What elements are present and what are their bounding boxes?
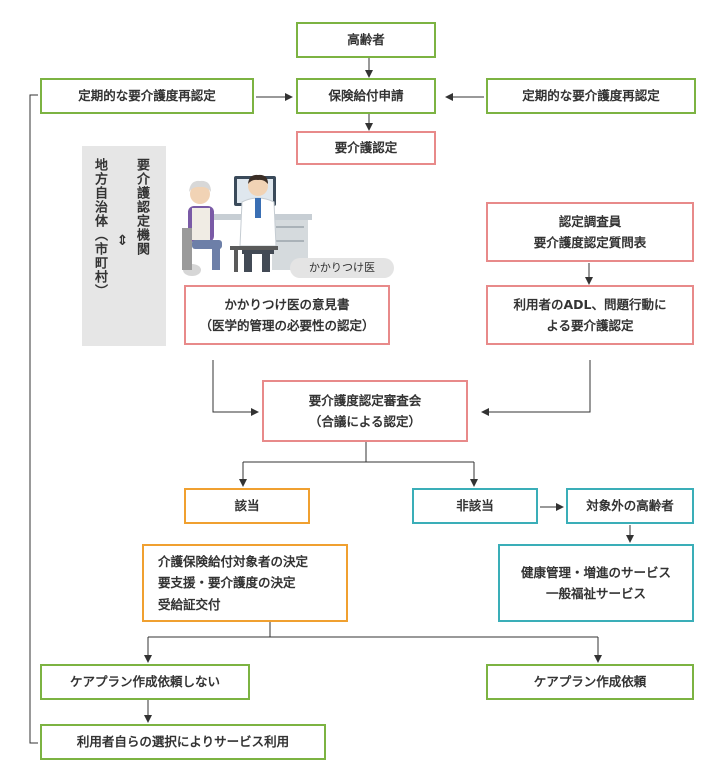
- non-target-elderly-label: 対象外の高齢者: [586, 498, 674, 514]
- left-loop-line: [29, 94, 38, 744]
- bidirectional-icon: ⇔: [114, 234, 130, 247]
- investigator-line2: 要介護度認定質問表: [533, 235, 647, 250]
- not-applicable-label: 非該当: [456, 498, 494, 514]
- certification-agency-label: 要介護認定機関: [134, 158, 149, 256]
- doctor-opinion-line1: かかりつけ医の意見書: [224, 296, 350, 312]
- decision-line1: 介護保険給付対象者の決定: [158, 554, 309, 570]
- no-care-plan-box: ケアプラン作成依頼しない: [40, 664, 250, 700]
- municipality-label: 地方自治体（市町村）: [92, 158, 107, 298]
- certification-box: 要介護認定: [296, 131, 436, 165]
- decision-line2: 要支援・要介護度の決定: [158, 575, 296, 591]
- arrow-doctor-to-committee: [212, 360, 259, 416]
- elderly-patient-illustration: [182, 180, 222, 276]
- care-plan-box: ケアプラン作成依頼: [486, 664, 694, 700]
- elderly-label: 高齢者: [347, 32, 385, 48]
- applicable-label: 該当: [234, 498, 260, 514]
- applicable-box: 該当: [184, 488, 310, 524]
- adl-box: 利用者のADL、問題行動に よる要介護認定: [486, 285, 694, 345]
- reassess-right-label: 定期的な要介護度再認定: [522, 88, 660, 104]
- decision-line3: 受給証交付: [158, 596, 221, 612]
- reassess-left-box: 定期的な要介護度再認定: [40, 78, 254, 114]
- reassess-right-box: 定期的な要介護度再認定: [486, 78, 696, 114]
- adl-line2: よる要介護認定: [546, 318, 634, 333]
- doctor-illustration: [182, 174, 312, 276]
- general-services-line1: 健康管理・増進のサービス: [520, 564, 671, 580]
- municipality-panel: 要介護認定機関 ⇔ 地方自治体（市町村）: [82, 146, 166, 346]
- elderly-box: 高齢者: [296, 22, 436, 58]
- adl-line1: 利用者のADL、問題行動に: [513, 296, 667, 312]
- not-applicable-box: 非該当: [412, 488, 538, 524]
- certification-label: 要介護認定: [334, 140, 398, 156]
- application-box: 保険給付申請: [296, 78, 436, 114]
- investigator-line1: 認定調査員: [558, 213, 622, 229]
- investigator-box: 認定調査員 要介護度認定質問表: [486, 202, 694, 262]
- application-label: 保険給付申請: [328, 88, 404, 104]
- general-services-line2: 一般福祉サービス: [545, 586, 646, 601]
- decision-box: 介護保険給付対象者の決定 要支援・要介護度の決定 受給証交付: [142, 544, 348, 622]
- committee-line1: 要介護度認定審査会: [308, 392, 422, 408]
- self-select-box: 利用者自らの選択によりサービス利用: [40, 724, 326, 760]
- general-services-box: 健康管理・増進のサービス 一般福祉サービス: [498, 544, 694, 622]
- no-care-plan-label: ケアプラン作成依頼しない: [69, 674, 220, 690]
- doctor-tag: かかりつけ医: [290, 258, 394, 278]
- care-plan-label: ケアプラン作成依頼: [533, 674, 647, 690]
- non-target-elderly-box: 対象外の高齢者: [566, 488, 694, 524]
- doctor-opinion-box: かかりつけ医の意見書 （医学的管理の必要性の認定）: [184, 285, 390, 345]
- committee-line2: （合議による認定）: [308, 414, 422, 429]
- reassess-left-label: 定期的な要介護度再認定: [78, 88, 216, 104]
- committee-box: 要介護度認定審査会 （合議による認定）: [262, 380, 468, 442]
- arrow-adl-to-committee: [481, 360, 591, 416]
- doctor-opinion-line2: （医学的管理の必要性の認定）: [199, 318, 375, 333]
- self-select-label: 利用者自らの選択によりサービス利用: [76, 734, 290, 750]
